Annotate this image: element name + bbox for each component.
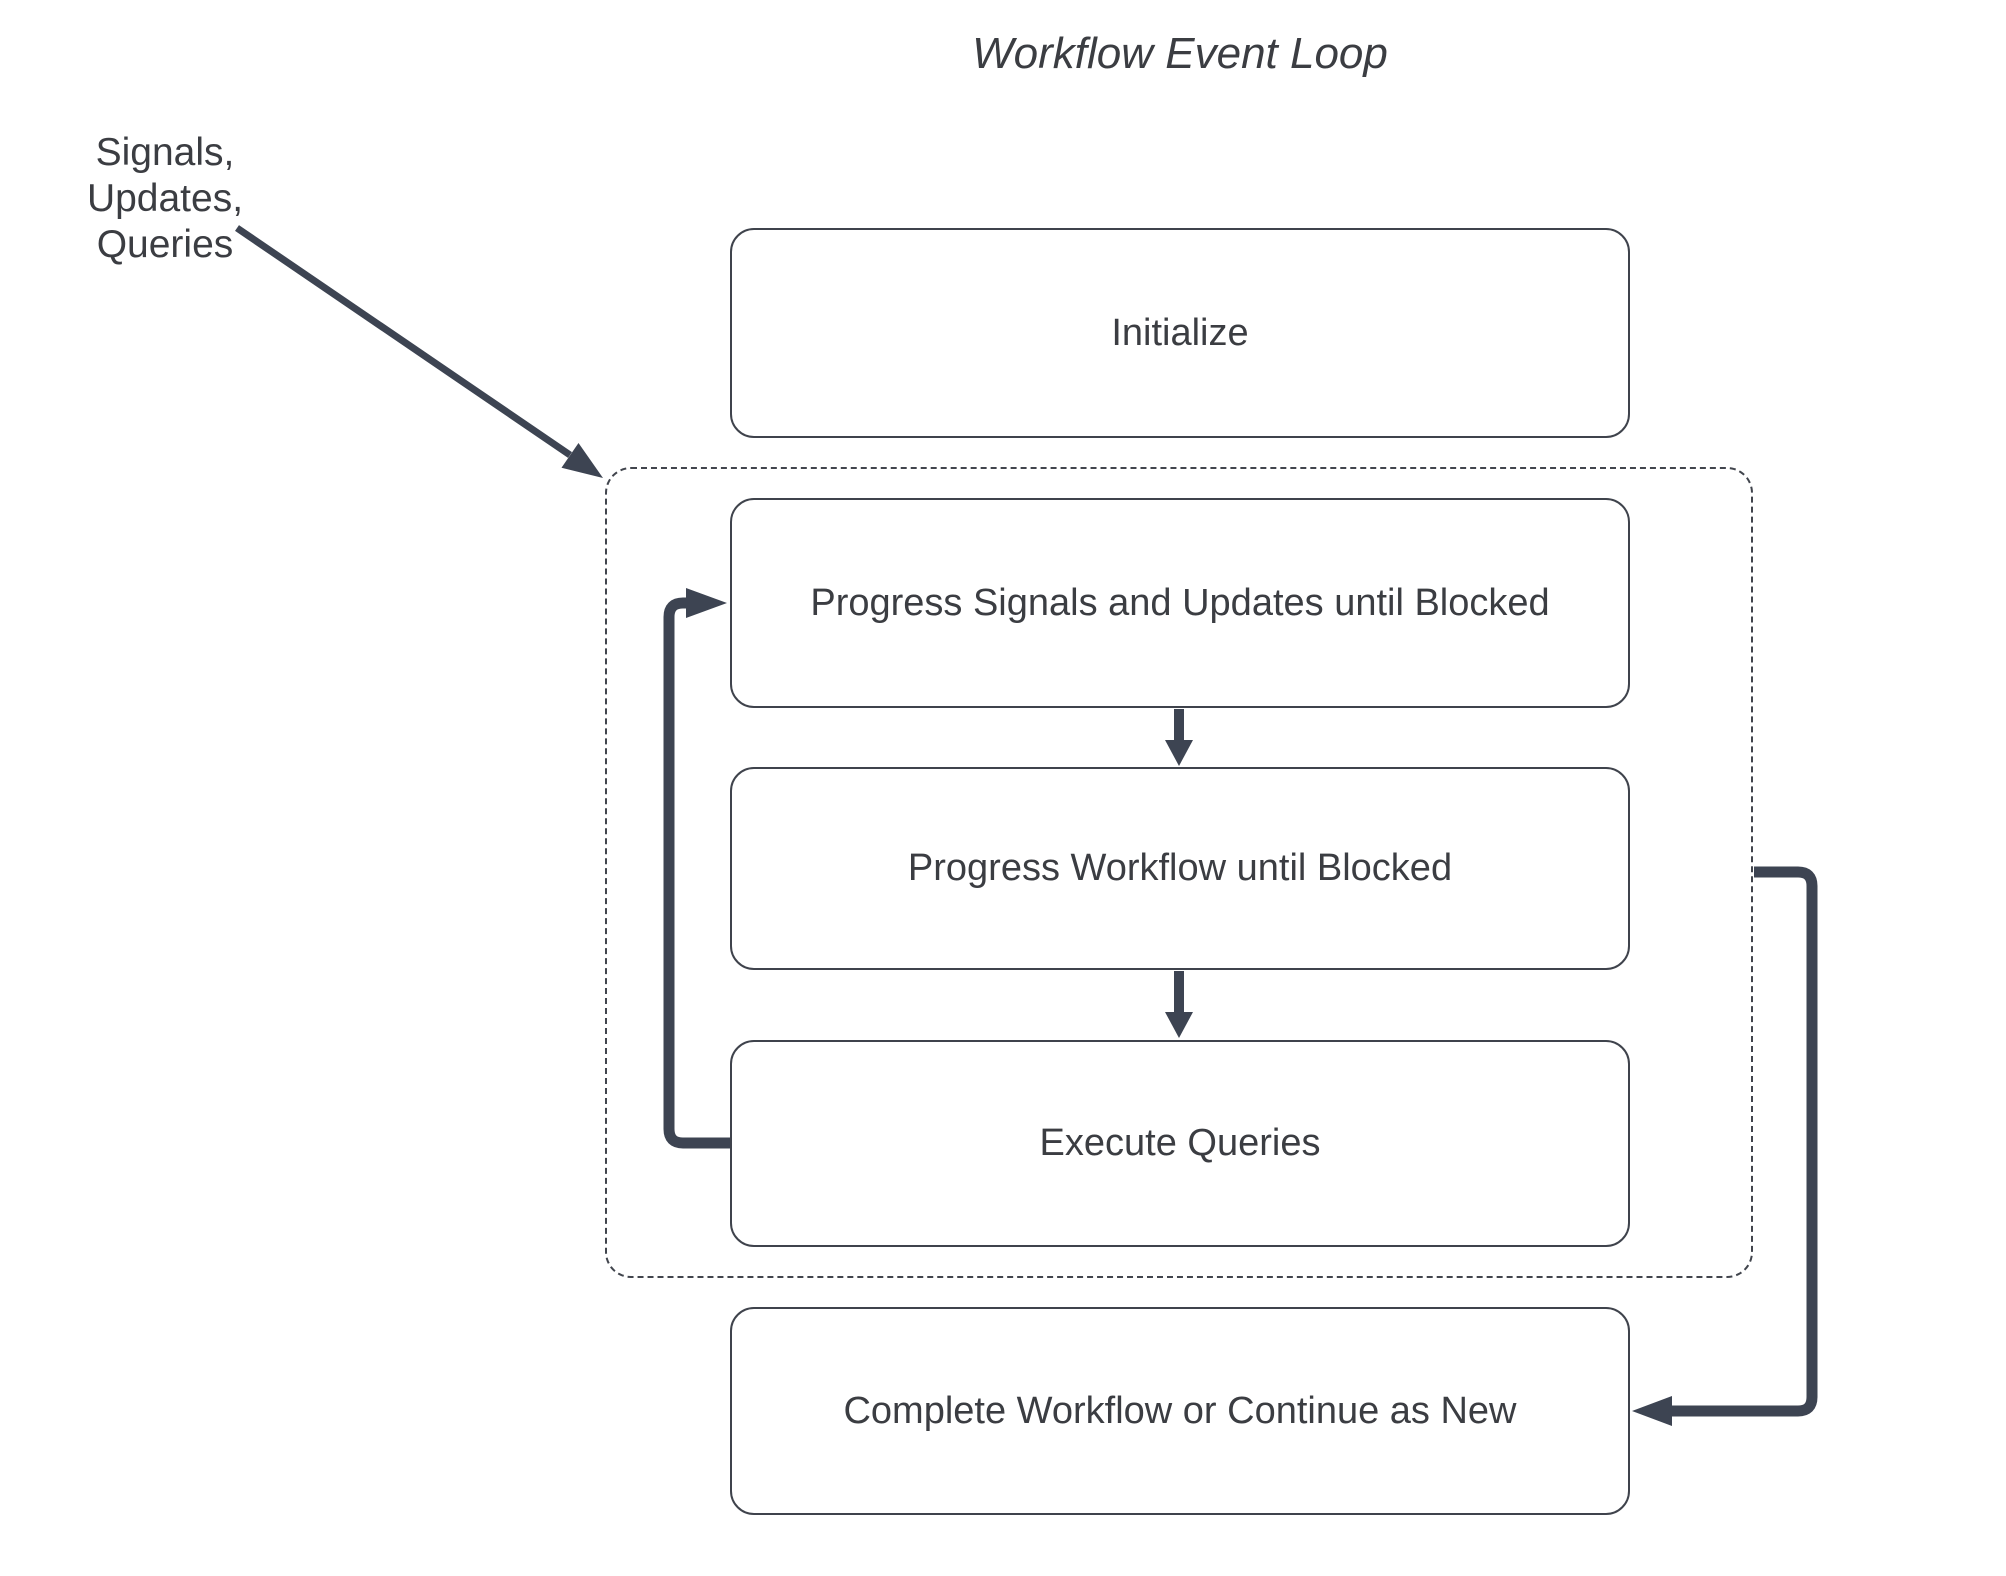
node-initialize: Initialize bbox=[730, 228, 1630, 438]
node-progress-workflow-label: Progress Workflow until Blocked bbox=[907, 847, 1453, 889]
node-progress-signals-updates-label: Progress Signals and Updates until Block… bbox=[810, 581, 1550, 624]
signals-input-arrowhead bbox=[561, 443, 603, 478]
page-title: Workflow Event Loop bbox=[972, 29, 1388, 78]
signals-updates-queries-label-line1: Signals, Updates, bbox=[86, 131, 244, 221]
signals-updates-queries-label: Signals, Updates, Queries bbox=[20, 130, 310, 268]
continue-as-new-arrowhead bbox=[1632, 1396, 1672, 1426]
signals-updates-queries-label-line2: Queries bbox=[96, 223, 234, 267]
node-initialize-label: Initialize bbox=[1111, 311, 1249, 354]
node-complete-workflow: Complete Workflow or Continue as New bbox=[730, 1307, 1630, 1515]
node-progress-workflow: Progress Workflow until Blocked bbox=[730, 767, 1630, 970]
node-execute-queries-label: Execute Queries bbox=[1039, 1122, 1321, 1164]
node-complete-workflow-label: Complete Workflow or Continue as New bbox=[843, 1389, 1517, 1432]
node-progress-signals-updates: Progress Signals and Updates until Block… bbox=[730, 498, 1630, 708]
node-execute-queries: Execute Queries bbox=[730, 1040, 1630, 1247]
